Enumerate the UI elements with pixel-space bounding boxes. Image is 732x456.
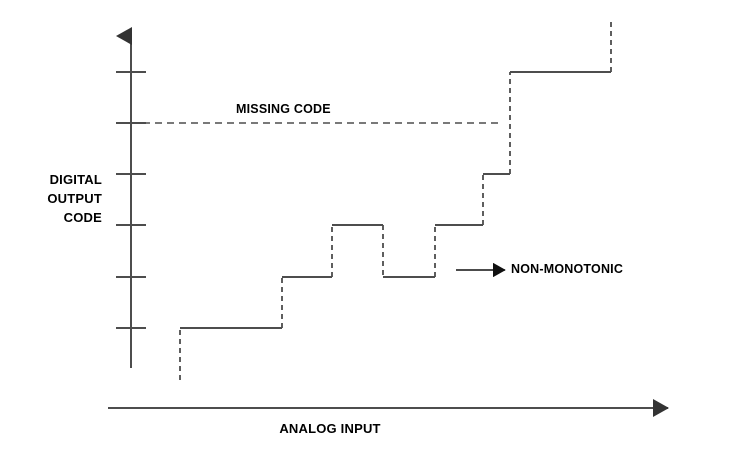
transfer-function-staircase xyxy=(179,20,612,380)
y-axis-title-line-2: CODE xyxy=(63,210,102,225)
y-axis-title-line-1: OUTPUT xyxy=(47,191,102,206)
x-axis-title: ANALOG INPUT xyxy=(279,421,381,436)
y-axis-ticks xyxy=(116,71,146,329)
y-axis xyxy=(116,27,146,368)
y-axis-title-line-0: DIGITAL xyxy=(49,172,102,187)
y-axis-title: DIGITAL OUTPUT CODE xyxy=(18,170,102,227)
non-monotonic-label: NON-MONOTONIC xyxy=(511,262,624,276)
missing-code-label: MISSING CODE xyxy=(236,102,331,116)
